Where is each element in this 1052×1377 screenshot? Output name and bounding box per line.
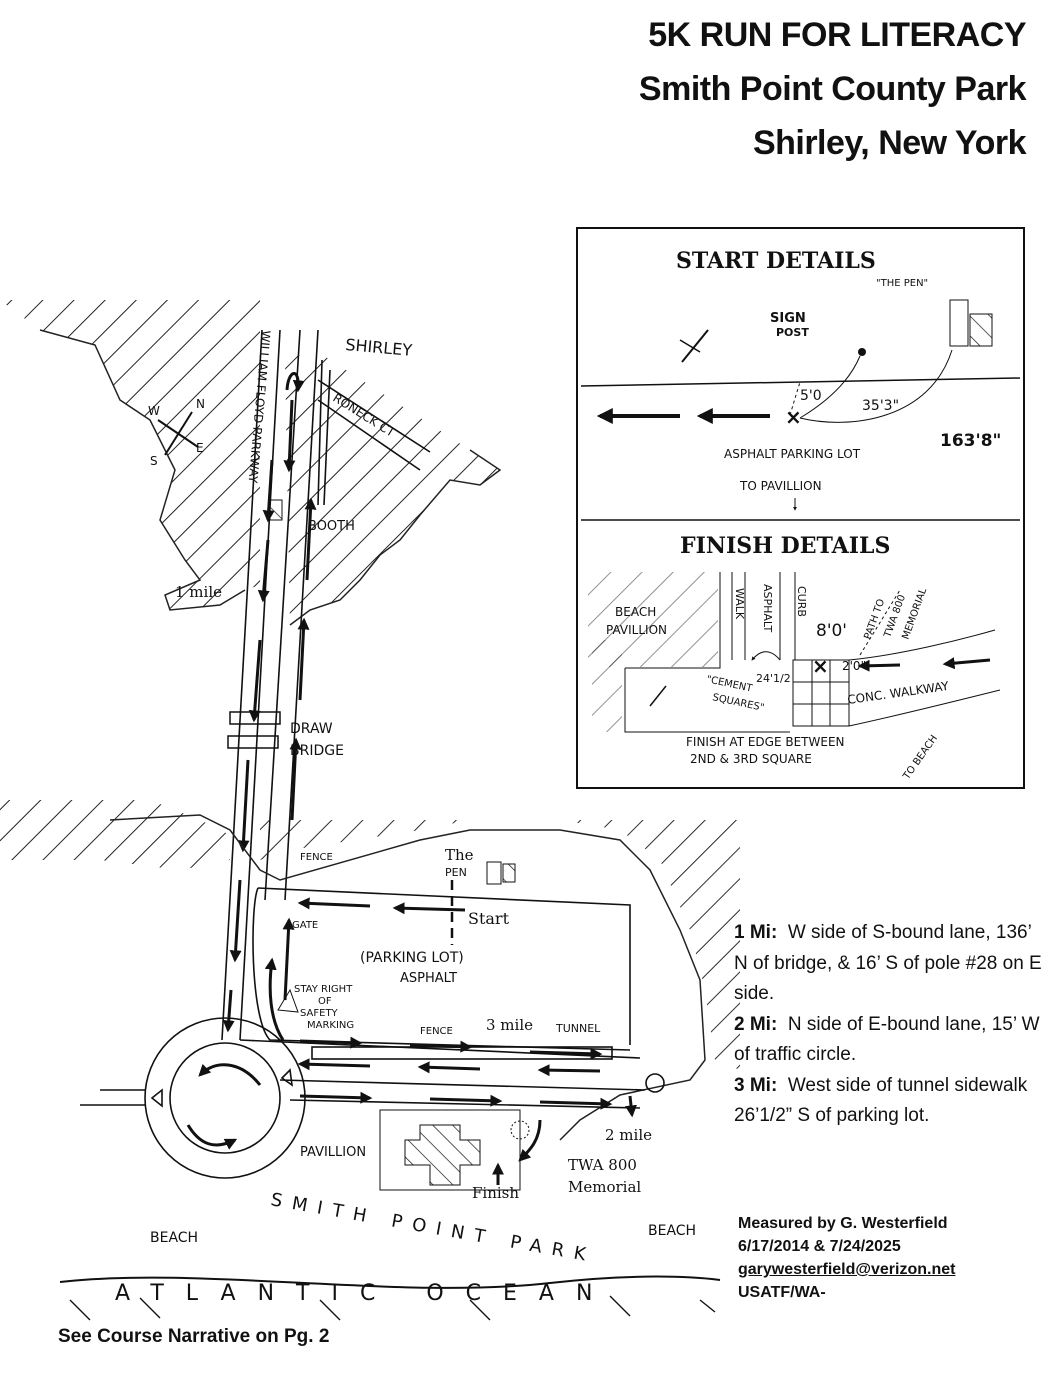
compass-rose: N E S W: [148, 397, 205, 468]
finish-pavillion-label: PAVILLION: [606, 623, 667, 637]
finish-dist-2-0: 2'0": [842, 659, 866, 673]
label-booth: BOOTH: [308, 519, 355, 534]
draw-bridge: [227, 711, 281, 749]
label-beach-left: BEACH: [150, 1230, 198, 1246]
label-twa-800: TWA 800: [568, 1156, 637, 1174]
the-pen-marker: [486, 861, 516, 885]
label-pen: PEN: [445, 866, 467, 879]
label-gate: GATE: [292, 920, 318, 931]
start-dist-35-3: 35'3": [862, 398, 899, 414]
start-details-inset: START DETAILS "THE PEN" SIGN POST 5'0 35…: [576, 227, 1025, 789]
label-atlantic-ocean: ATLANTIC OCEAN: [115, 1281, 614, 1306]
measurer-email-link[interactable]: garywesterfield@verizon.net: [738, 1261, 956, 1278]
course-route-road: [186, 897, 637, 1185]
label-smith-point-park: SMITH POINT PARK: [269, 1189, 597, 1267]
finish-dist-8-0: 8'0': [816, 621, 847, 641]
label-safety: SAFETY: [300, 1008, 339, 1019]
mile-note-2-text: N side of E-bound lane, 15’ W of traffic…: [734, 1013, 1040, 1066]
start-sign-label: SIGN: [770, 311, 806, 326]
finish-walk-label: WALK: [733, 588, 746, 620]
label-of: OF: [318, 996, 332, 1007]
course-route-parkway: [222, 372, 317, 1033]
narrative-note: See Course Narrative on Pg. 2: [58, 1326, 330, 1347]
mile-note-2-label: 2 Mi:: [734, 1013, 778, 1035]
label-fence-top: FENCE: [300, 852, 333, 863]
compass-e: E: [196, 441, 204, 455]
title-block: 5K RUN FOR LITERACY Smith Point County P…: [638, 8, 1027, 170]
finish-beach-label: BEACH: [615, 605, 656, 619]
start-post-label: POST: [776, 326, 809, 339]
finish-details-inset: FINISH DETAILS × BEACH PAVILLION WALK AS…: [588, 533, 1001, 783]
compass-w: W: [148, 404, 160, 418]
finish-dist-24: 24'1/2: [756, 672, 791, 685]
mile-note-1-text: W side of S-bound lane, 136’ N of bridge…: [734, 922, 1042, 1004]
label-pavillion: PAVILLION: [300, 1145, 366, 1160]
label-shirley: SHIRLEY: [345, 335, 413, 360]
svg-text:×: ×: [785, 405, 802, 429]
booth-marker: [269, 499, 283, 521]
label-tunnel: TUNNEL: [555, 1022, 601, 1035]
label-asphalt: ASPHALT: [400, 971, 457, 986]
mile-note-1: 1 Mi: W side of S-bound lane, 136’ N of …: [734, 918, 1044, 1010]
compass-s: S: [150, 454, 158, 468]
label-stay-right: STAY RIGHT: [294, 984, 353, 995]
label-the: The: [445, 846, 474, 864]
measured-dates: 6/17/2014 & 7/24/2025: [738, 1238, 901, 1255]
finish-line2-label: 2ND & 3RD SQUARE: [690, 752, 812, 766]
mainland-shore: [0, 300, 502, 626]
mile-notes: 1 Mi: W side of S-bound lane, 136’ N of …: [734, 918, 1044, 1132]
label-start: Start: [468, 909, 510, 928]
start-parking-label: ASPHALT PARKING LOT: [724, 447, 861, 461]
finish-details-heading: FINISH DETAILS: [680, 533, 890, 559]
label-finish: Finish: [472, 1184, 519, 1202]
barrier-island: [0, 800, 740, 1141]
usatf-cert: USATF/WA-: [738, 1284, 826, 1301]
label-bridge: BRIDGE: [290, 743, 344, 759]
measured-by: Measured by G. Westerfield: [738, 1215, 948, 1232]
label-3-mile: 3 mile: [486, 1016, 533, 1034]
parkway-road: [221, 329, 431, 1041]
label-marking: MARKING: [307, 1020, 354, 1031]
label-parking-lot: (PARKING LOT): [360, 950, 464, 966]
label-draw: DRAW: [290, 721, 333, 737]
label-memorial: Memorial: [568, 1178, 641, 1196]
parking-lot: [252, 887, 631, 1051]
start-the-pen-label: "THE PEN": [876, 278, 928, 289]
mile-note-1-label: 1 Mi:: [734, 922, 778, 943]
title-location: Shirley, New York: [752, 124, 1027, 162]
measured-by-block: Measured by G. Westerfield 6/17/2014 & 7…: [738, 1212, 955, 1304]
compass-n: N: [196, 397, 205, 411]
label-2-mile: 2 mile: [605, 1126, 652, 1144]
label-beach-right: BEACH: [648, 1223, 696, 1239]
finish-asphalt-label: ASPHALT: [761, 584, 774, 633]
ocean-parkway-road: [80, 1017, 665, 1179]
title-race: 5K RUN FOR LITERACY: [648, 16, 1026, 54]
start-to-pavillion-label: TO PAVILLION: [739, 479, 822, 493]
safety-marking: [277, 988, 299, 1013]
finish-curb-label: CURB: [795, 586, 808, 617]
mile-note-2: 2 Mi: N side of E-bound lane, 15’ W of t…: [734, 1010, 1044, 1071]
start-dist-163-8: 163'8": [940, 431, 1001, 451]
pavillion-building: [379, 1109, 530, 1191]
mile-note-3-label: 3 Mi:: [734, 1074, 778, 1096]
finish-line1-label: FINISH AT EDGE BETWEEN: [686, 735, 845, 749]
start-details-heading: START DETAILS: [676, 248, 876, 274]
svg-text:×: ×: [812, 654, 829, 678]
label-1-mile: 1 mile: [175, 583, 222, 601]
mile-note-3: 3 Mi: West side of tunnel sidewalk 26’1/…: [734, 1071, 1044, 1132]
ocean-shoreline: [59, 1275, 721, 1321]
start-dist-5-0: 5'0: [800, 388, 822, 404]
label-fence-bottom: FENCE: [420, 1026, 453, 1037]
mile-note-3-text: West side of tunnel sidewalk 26’1/2” S o…: [734, 1074, 1028, 1127]
title-park: Smith Point County Park: [638, 70, 1027, 108]
